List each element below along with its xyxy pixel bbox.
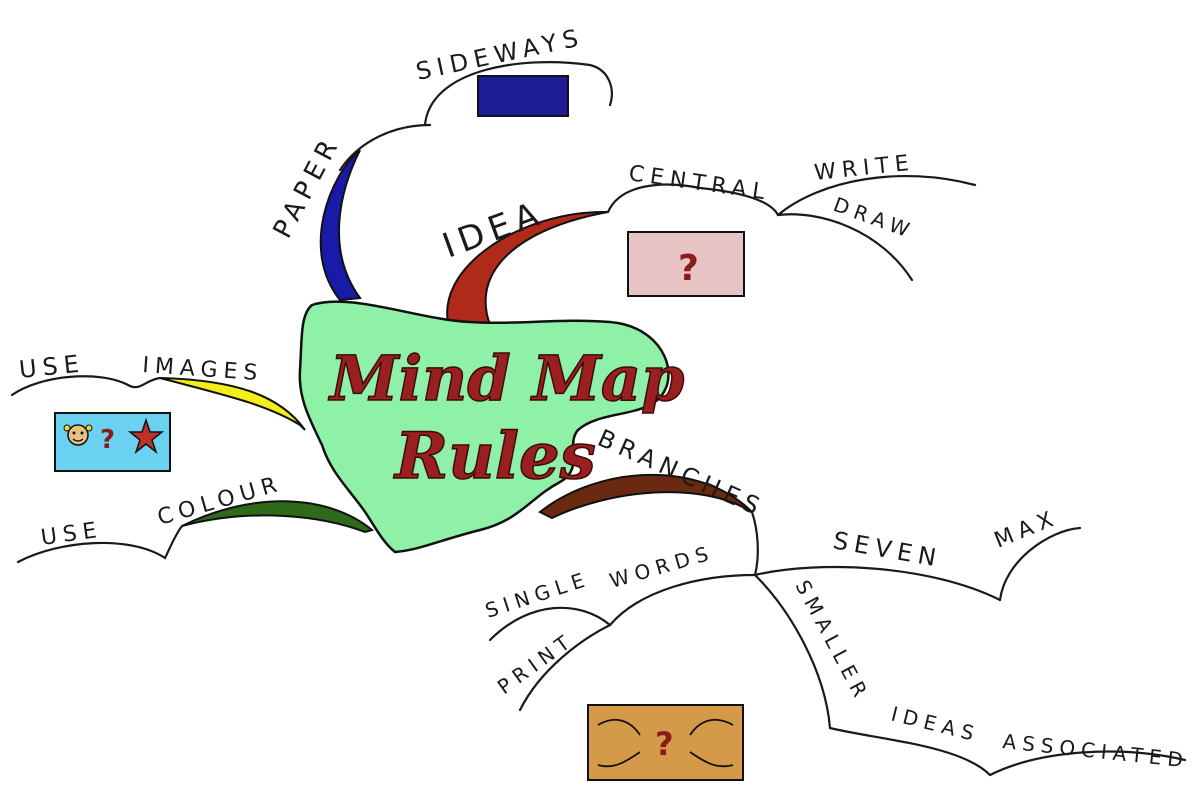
words-line xyxy=(608,573,757,627)
label-seven: SEVEN xyxy=(831,526,944,573)
label-single: SINGLE xyxy=(482,566,593,622)
paper-branch xyxy=(319,149,362,302)
question-icon: ? xyxy=(100,425,115,455)
label-draw: DRAW xyxy=(830,192,918,244)
seven-line xyxy=(753,565,1002,602)
central-idea-box: ? xyxy=(627,231,745,297)
label-use-colour-use: USE xyxy=(39,518,104,551)
images-box: ? xyxy=(54,412,171,472)
label-use-images-images: IMAGES xyxy=(142,353,264,386)
title-line1: Mind Map xyxy=(328,342,684,415)
single-line xyxy=(488,606,612,642)
label-central: CENTRAL xyxy=(627,161,772,206)
label-ideas: IDEAS xyxy=(889,702,982,747)
star-icon xyxy=(127,417,165,455)
sideways-line xyxy=(423,61,613,127)
question-icon: ? xyxy=(655,725,674,763)
label-max: MAX xyxy=(991,505,1063,553)
central-blob xyxy=(298,300,670,554)
smaller-line xyxy=(753,573,832,730)
label-print: PRINT xyxy=(493,627,579,699)
label-write: WRITE xyxy=(813,151,916,186)
label-use-images-use: USE xyxy=(18,349,87,384)
associated-box: ? xyxy=(587,704,744,781)
use-images-line xyxy=(10,375,162,397)
draw-line xyxy=(776,213,914,282)
ideas-line xyxy=(828,726,992,777)
branch-doodle-icon xyxy=(597,718,734,768)
sideways-box xyxy=(477,75,569,117)
write-line xyxy=(776,175,977,217)
associated-line xyxy=(988,750,1187,777)
images-branch xyxy=(159,377,306,431)
branches-line xyxy=(750,510,759,577)
smiley-face-icon xyxy=(63,424,93,446)
label-branches: BRANCHES xyxy=(594,424,770,523)
use-colour-line xyxy=(16,524,184,564)
paper-line xyxy=(338,123,432,172)
max-line xyxy=(998,526,1082,602)
print-line xyxy=(518,623,612,712)
label-associated: ASSOCIATED xyxy=(1001,729,1190,772)
label-words: WORDS xyxy=(607,540,717,593)
title-line2: Rules xyxy=(393,419,596,494)
question-icon: ? xyxy=(678,248,699,289)
central-line xyxy=(606,183,780,217)
